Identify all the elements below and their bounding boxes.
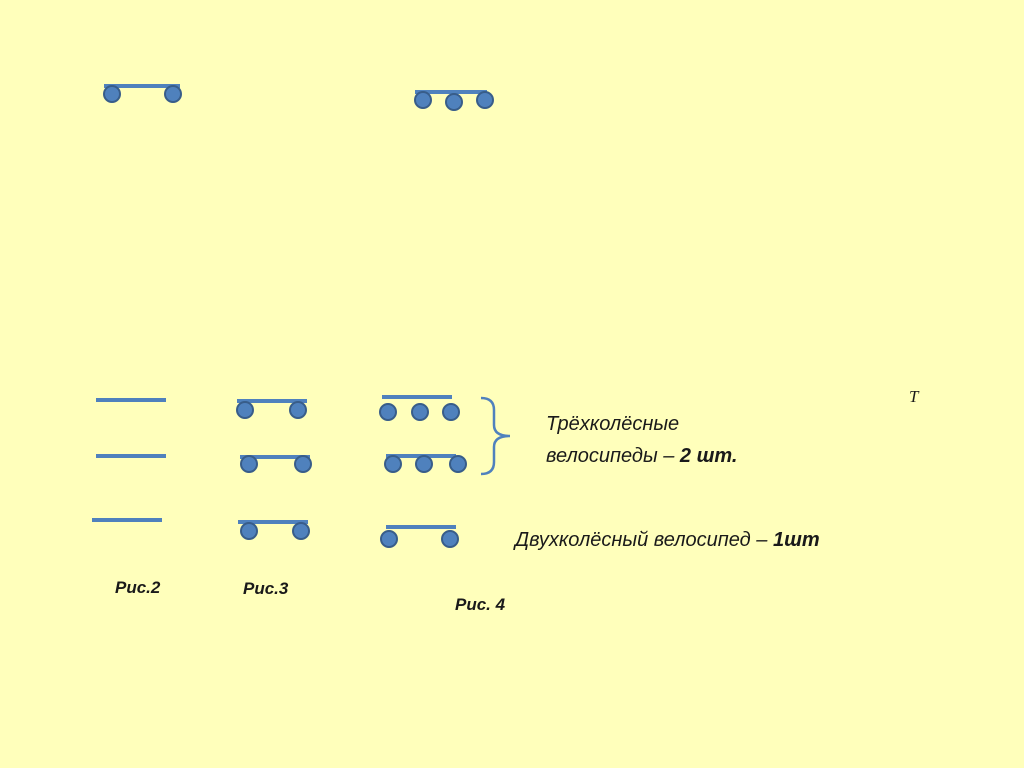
bicycle-prefix: Двухколёсный велосипед – xyxy=(515,529,773,551)
bicycle-label: Двухколёсный велосипед – 1шт xyxy=(515,524,820,556)
tricycles-count: 2 шт. xyxy=(679,445,738,467)
wheel xyxy=(445,93,463,111)
wheel xyxy=(380,530,398,548)
wheel xyxy=(411,403,429,421)
tricycles-prefix: велосипеды – xyxy=(546,445,680,467)
tricycles-line2: велосипеды – 2 шт. xyxy=(546,440,737,472)
wheel xyxy=(289,401,307,419)
wheel xyxy=(414,91,432,109)
wheel xyxy=(236,401,254,419)
fig2-caption: Рис.2 xyxy=(115,578,161,597)
wheel xyxy=(164,85,182,103)
wheel xyxy=(379,403,397,421)
top-tricycle xyxy=(414,90,494,111)
wheel xyxy=(441,530,459,548)
wheel xyxy=(449,455,467,473)
fig4-vehicles xyxy=(379,395,467,548)
wheel xyxy=(384,455,402,473)
wheel xyxy=(292,522,310,540)
wheel xyxy=(240,455,258,473)
fig2-frames xyxy=(92,398,166,522)
top-bicycle xyxy=(103,84,182,103)
fig3-vehicles xyxy=(236,399,312,540)
tricycles-line1: Трёхколёсные xyxy=(546,413,680,435)
tricycles-label: Трёхколёсные велосипеды – 2 шт. xyxy=(546,408,737,472)
right-brace xyxy=(480,396,511,476)
wheel xyxy=(442,403,460,421)
wheel xyxy=(476,91,494,109)
stray-letter: Т xyxy=(909,387,919,406)
fig3-caption: Рис.3 xyxy=(243,579,289,598)
bicycle-count: 1шт xyxy=(772,529,820,551)
wheel xyxy=(294,455,312,473)
fig4-caption: Рис. 4 xyxy=(455,595,506,614)
wheel xyxy=(103,85,121,103)
wheel xyxy=(240,522,258,540)
wheel xyxy=(415,455,433,473)
